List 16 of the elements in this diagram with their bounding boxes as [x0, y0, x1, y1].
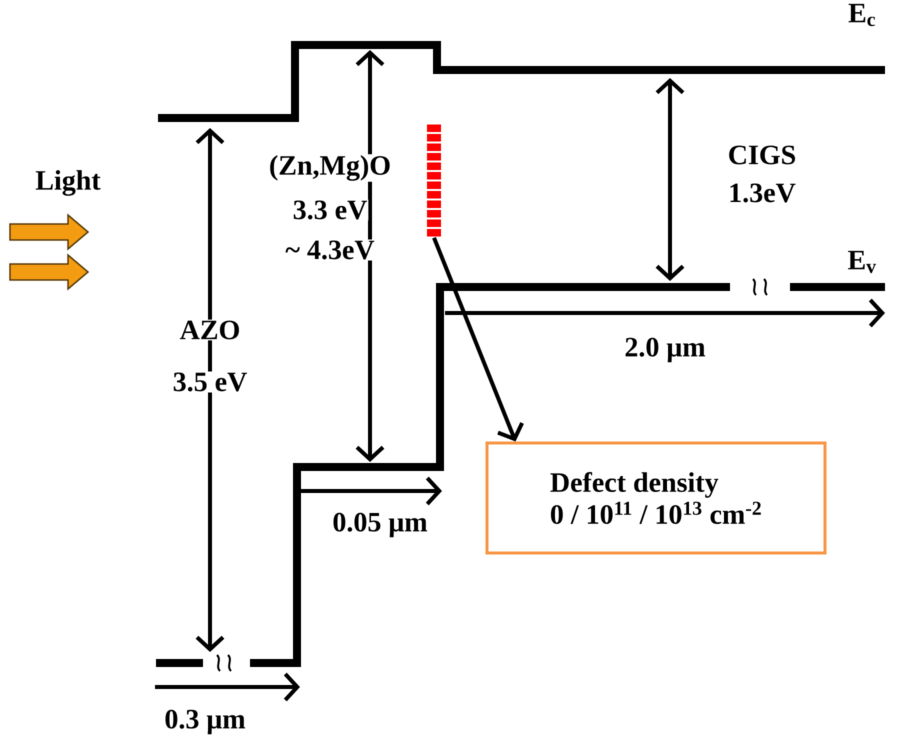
text-label: 0.05 μm — [331, 512, 429, 538]
text-label: E$_{v}$ — [846, 250, 878, 274]
text-label: ~ 4.3eV — [284, 240, 376, 260]
text-label: 0.3 μm — [163, 708, 247, 736]
text-label: AZO — [178, 320, 242, 340]
text-label: 1.3eV — [727, 182, 797, 204]
defect-layer — [427, 124, 441, 236]
text-label: 2.0 μm — [623, 336, 707, 364]
text-label: (Zn,Mg)O — [268, 154, 392, 182]
info-box: Defect density 0 / 10$^{11}$ / 10$^{13}$ cm$^{-2}$ — [486, 442, 827, 554]
text-label: 3.5 eV — [172, 372, 248, 392]
text-label: Light — [36, 170, 101, 196]
arrow — [432, 236, 524, 442]
text-label: CIGS — [726, 144, 798, 166]
text-label: E$_{c}$ — [847, 2, 877, 28]
text-label: 3.3 eV — [292, 200, 368, 220]
